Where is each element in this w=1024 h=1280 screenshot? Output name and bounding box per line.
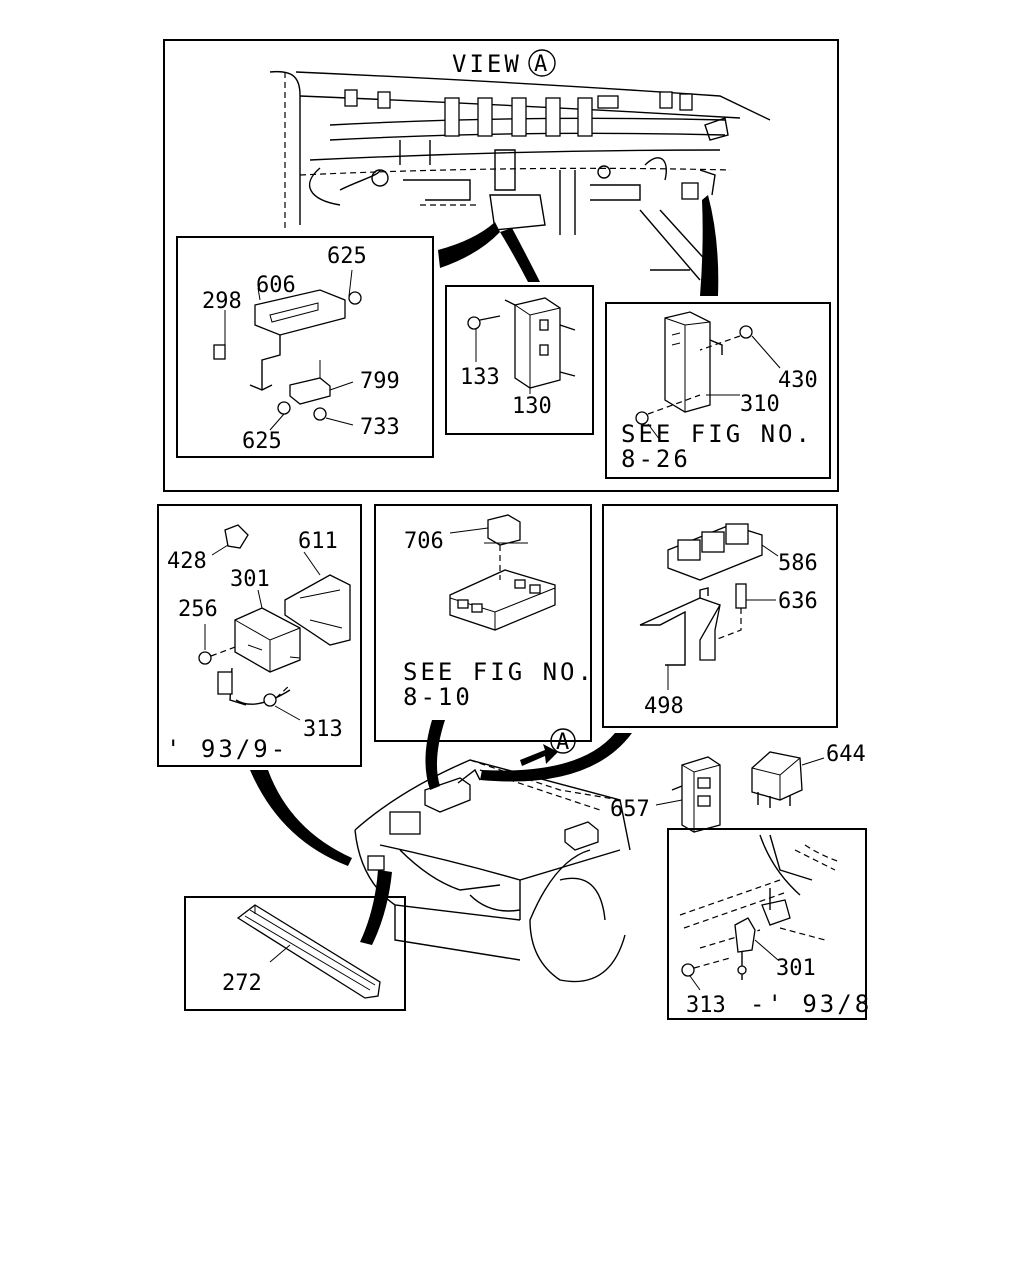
- engine-bay-sketch: [269, 70, 771, 281]
- panel-relay-bracket: 586 636 498: [602, 504, 838, 728]
- callout-657: 657: [610, 797, 650, 822]
- see-fig-note-8-26-line1: SEE FIG NO.: [621, 420, 813, 448]
- callout-298: 298: [202, 289, 242, 314]
- callout-733: 733: [360, 415, 400, 440]
- callout-706: 706: [404, 529, 444, 554]
- callout-301: 301: [230, 567, 270, 592]
- callout-611: 611: [298, 529, 338, 554]
- callout-310: 310: [740, 392, 780, 417]
- callout-272: 272: [222, 971, 262, 996]
- horn-early-date-range: -' 93/8: [750, 990, 872, 1018]
- view-title: VIEW: [452, 50, 522, 78]
- callout-586: 586: [778, 551, 818, 576]
- see-fig-note-8-10-line2: 8-10: [403, 683, 473, 711]
- callout-606: 606: [256, 273, 296, 298]
- view-a-frame: VIEW A: [163, 39, 839, 492]
- callout-256: 256: [178, 597, 218, 622]
- see-fig-note-8-26-line2: 8-26: [621, 445, 691, 473]
- panel-control-unit: 430 310 SEE FIG NO. 8-26: [605, 302, 831, 479]
- callout-430: 430: [778, 368, 818, 393]
- pointer-arrow-strip: [360, 870, 392, 945]
- pointer-arrow-bracket: [438, 222, 500, 268]
- callout-133: 133: [460, 365, 500, 390]
- callout-428: 428: [167, 549, 207, 574]
- view-marker-circle: [528, 49, 556, 77]
- callout-799: 799: [360, 369, 400, 394]
- pointer-arrow-control-unit: [700, 195, 719, 296]
- front-marker-letter: A: [556, 730, 569, 755]
- callout-301-early: 301: [776, 956, 816, 981]
- view-marker-letter: A: [534, 52, 547, 77]
- panel-bracket: 625 606 298 799 625 733: [176, 236, 434, 458]
- callout-498: 498: [644, 694, 684, 719]
- see-fig-note-8-10-line1: SEE FIG NO.: [403, 658, 595, 686]
- pointer-arrow-horn: [250, 770, 352, 866]
- view-a-arrow: [520, 744, 558, 766]
- panel-horn-early: 301 313 -' 93/8: [667, 828, 872, 1020]
- loose-part-644: 644: [751, 742, 866, 808]
- callout-313-early: 313: [686, 993, 726, 1018]
- pointer-arrow-relay-bracket: [480, 733, 632, 782]
- loose-part-657: 657: [610, 756, 721, 833]
- callout-625-bottom: 625: [242, 429, 282, 454]
- callout-644: 644: [826, 742, 866, 767]
- panel-fuse-block: 706 SEE FIG NO. 8-10: [374, 504, 595, 742]
- panel-strip: 272: [184, 896, 406, 1011]
- panel-horn: 428 611 301 256 313 ' 93/9-: [157, 504, 362, 767]
- pointer-arrow-fuse-block: [425, 720, 445, 790]
- callout-130: 130: [512, 394, 552, 419]
- callout-636: 636: [778, 589, 818, 614]
- front-marker-circle: [550, 728, 576, 754]
- horn-date-range: ' 93/9-: [166, 735, 288, 763]
- panel-relay-box: 133 130: [445, 285, 594, 435]
- pointer-arrow-relay-box: [500, 228, 540, 282]
- callout-313: 313: [303, 717, 343, 742]
- callout-625-top: 625: [327, 244, 367, 269]
